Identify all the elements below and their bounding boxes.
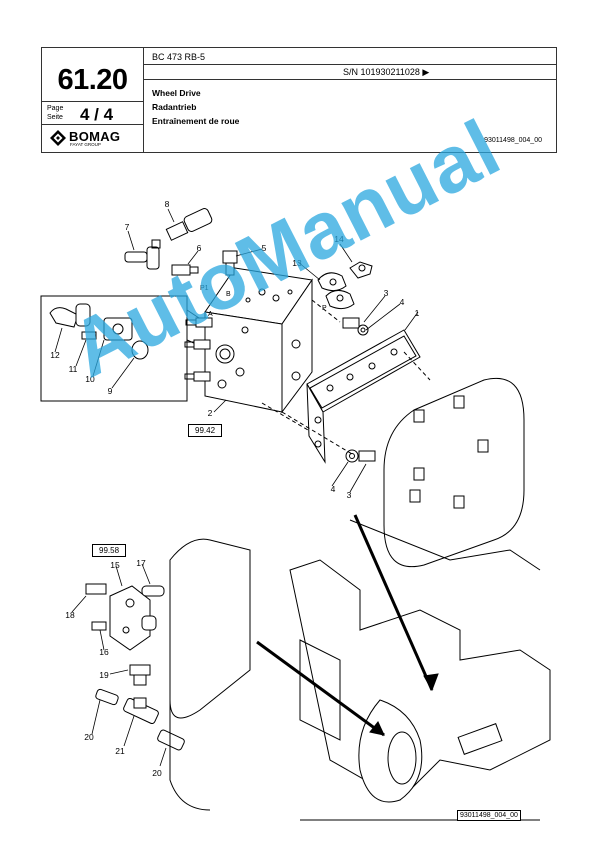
document-id: 93011498_004_00 [484,137,542,144]
port-p1-label: P1 [200,285,209,292]
divider [143,64,557,65]
callout-6: 6 [197,243,202,253]
tee-fitting-21 [123,697,159,725]
fitting-20-upper [95,688,119,706]
callout-20-upper: 20 [84,732,94,742]
page-label-de: Seite [47,114,63,121]
arrow-head [423,673,439,692]
detail-inset-frame [40,295,188,402]
reference-box-lower: 99.58 [92,544,127,557]
divider [42,124,143,125]
fitting-19 [129,664,151,686]
bomag-logo: BOMAG FAYAT GROUP [50,127,140,149]
inset-parts [49,303,149,360]
valve-block [204,267,313,414]
callout-9: 9 [108,386,113,396]
wheel-flange [383,378,525,567]
bolt-14 [349,261,373,279]
machine-frame [169,519,551,821]
model-name: BC 473 RB-5 [152,52,206,62]
callout-4-lower: 4 [331,484,336,494]
manifold-15 [85,583,157,651]
pointer-arrow [256,640,385,737]
divider [143,79,557,80]
logo-text: BOMAG [69,129,121,144]
fitting-17 [141,585,165,597]
callout-1: 1 [415,308,420,318]
callout-18: 18 [65,610,75,620]
serial-number: S/N 101930211028 ▶ [343,67,430,77]
elbow-fitting-7 [124,239,161,270]
bolt-3-lower [345,449,376,463]
logo-subtext: FAYAT GROUP [70,142,101,147]
callout-15: 15 [110,560,120,570]
page-label: Page [47,105,64,112]
section-block: 61.20 Page Seite 4 / 4 BOMAG FAYAT GROUP [42,48,144,152]
callout-4: 4 [400,297,405,307]
assembly-lines [261,299,431,455]
callout-3: 3 [384,288,389,298]
title-en: Wheel Drive [152,88,201,98]
port-a-label: A [208,311,213,318]
callout-21: 21 [115,746,125,756]
callout-10: 10 [85,374,95,384]
port-b-label: B [226,291,231,298]
title-fr: Entraînement de roue [152,116,240,126]
title-de: Radantrieb [152,102,197,112]
fitting-cluster [184,317,213,382]
fitting-20-lower [157,729,185,751]
gasket-plate-1 [306,329,421,464]
callout-12: 12 [50,350,60,360]
fitting-8 [165,208,213,241]
callout-leaders [54,208,419,767]
callout-3-lower: 3 [347,490,352,500]
port-p-label: P [322,305,327,312]
bolt-3-upper [342,317,369,336]
fitting-6 [171,264,199,276]
callout-20-lower: 20 [152,768,162,778]
page-number: 4 / 4 [80,105,114,124]
callout-11: 11 [69,364,78,374]
footer-code: 93011498_004_00 [457,810,521,821]
divider [42,101,143,102]
pointer-arrow [353,514,434,691]
fitting-5 [222,250,238,276]
callout-19: 19 [99,670,109,680]
callout-13: 13 [292,258,302,268]
bomag-diamond-icon [50,130,66,146]
callout-8: 8 [165,199,170,209]
callout-5: 5 [262,243,267,253]
callout-17: 17 [136,558,146,568]
section-number: 61.20 [57,64,128,96]
arrow-head [369,721,385,736]
callout-2: 2 [208,408,213,418]
clamp-13 [317,272,355,310]
reference-box-upper: 99.42 [188,424,223,437]
page-header: 61.20 Page Seite 4 / 4 BOMAG FAYAT GROUP… [41,47,557,153]
callout-14: 14 [334,234,344,244]
callout-7: 7 [125,222,130,232]
callout-16: 16 [99,647,109,657]
bolt-16 [91,621,107,631]
